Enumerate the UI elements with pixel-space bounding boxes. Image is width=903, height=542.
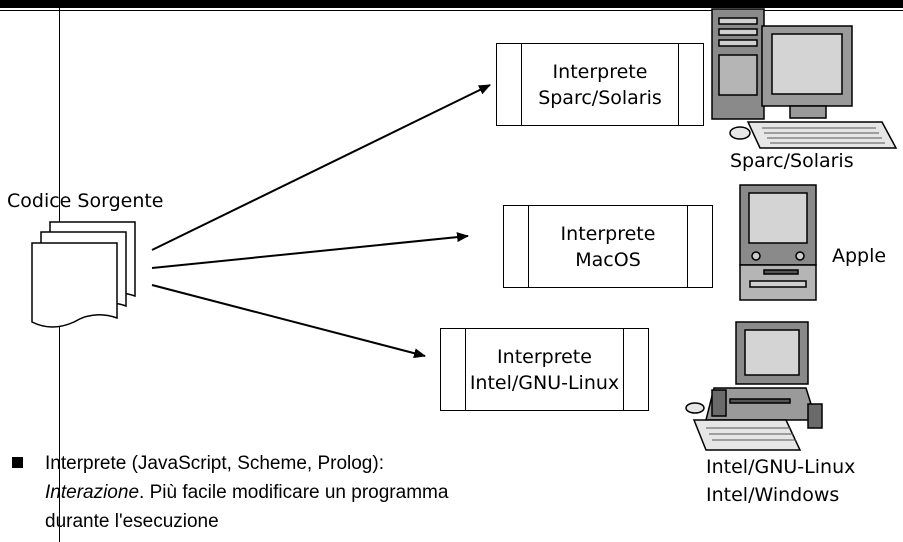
- source-code-label: Codice Sorgente: [7, 190, 164, 212]
- bullet-line-2-rest: . Più facile modificare un programma: [139, 482, 449, 503]
- platform-label-intel-linux: Intel/GNU-Linux: [706, 456, 856, 478]
- intel-pc-icon: [685, 321, 823, 451]
- bullet-line-3: durante l'esecuzione: [45, 511, 219, 532]
- interpreter-title: Interprete: [552, 60, 648, 83]
- arrow-to-macos: [151, 232, 469, 269]
- bullet-line-2: Interazione. Più facile modificare un pr…: [45, 478, 448, 507]
- documents-icon: [31, 221, 136, 328]
- interpreter-box-macos: Interprete MacOS: [503, 205, 713, 288]
- arrow-to-linux: [151, 284, 426, 359]
- bullet-square: [12, 457, 23, 468]
- bullet-paragraph: Interprete (JavaScript, Scheme, Prolog):…: [45, 449, 448, 536]
- bullet-line-1: Interprete (JavaScript, Scheme, Prolog):: [45, 453, 384, 474]
- platform-label-intel-windows: Intel/Windows: [706, 484, 840, 506]
- platform-label-sparc: Sparc/Solaris: [730, 150, 854, 172]
- interpreter-title: Interprete: [560, 222, 656, 245]
- interpreter-box-linux: Interprete Intel/GNU-Linux: [440, 328, 649, 411]
- bullet-emphasis: Interazione: [45, 482, 140, 503]
- top-rule: [0, 0, 903, 8]
- interpreter-platform: Sparc/Solaris: [538, 86, 662, 109]
- arrow-to-sparc: [151, 84, 491, 251]
- interpreter-box-sparc: Interprete Sparc/Solaris: [496, 43, 704, 126]
- apple-computer-icon: [739, 184, 817, 301]
- interpreter-platform: MacOS: [575, 248, 641, 271]
- interpreter-title: Interprete: [497, 345, 592, 368]
- top-rule-thin: [0, 10, 903, 11]
- sparc-computer-icon: [711, 8, 898, 149]
- interpreter-platform: Intel/GNU-Linux: [469, 371, 620, 394]
- platform-label-apple: Apple: [832, 245, 887, 267]
